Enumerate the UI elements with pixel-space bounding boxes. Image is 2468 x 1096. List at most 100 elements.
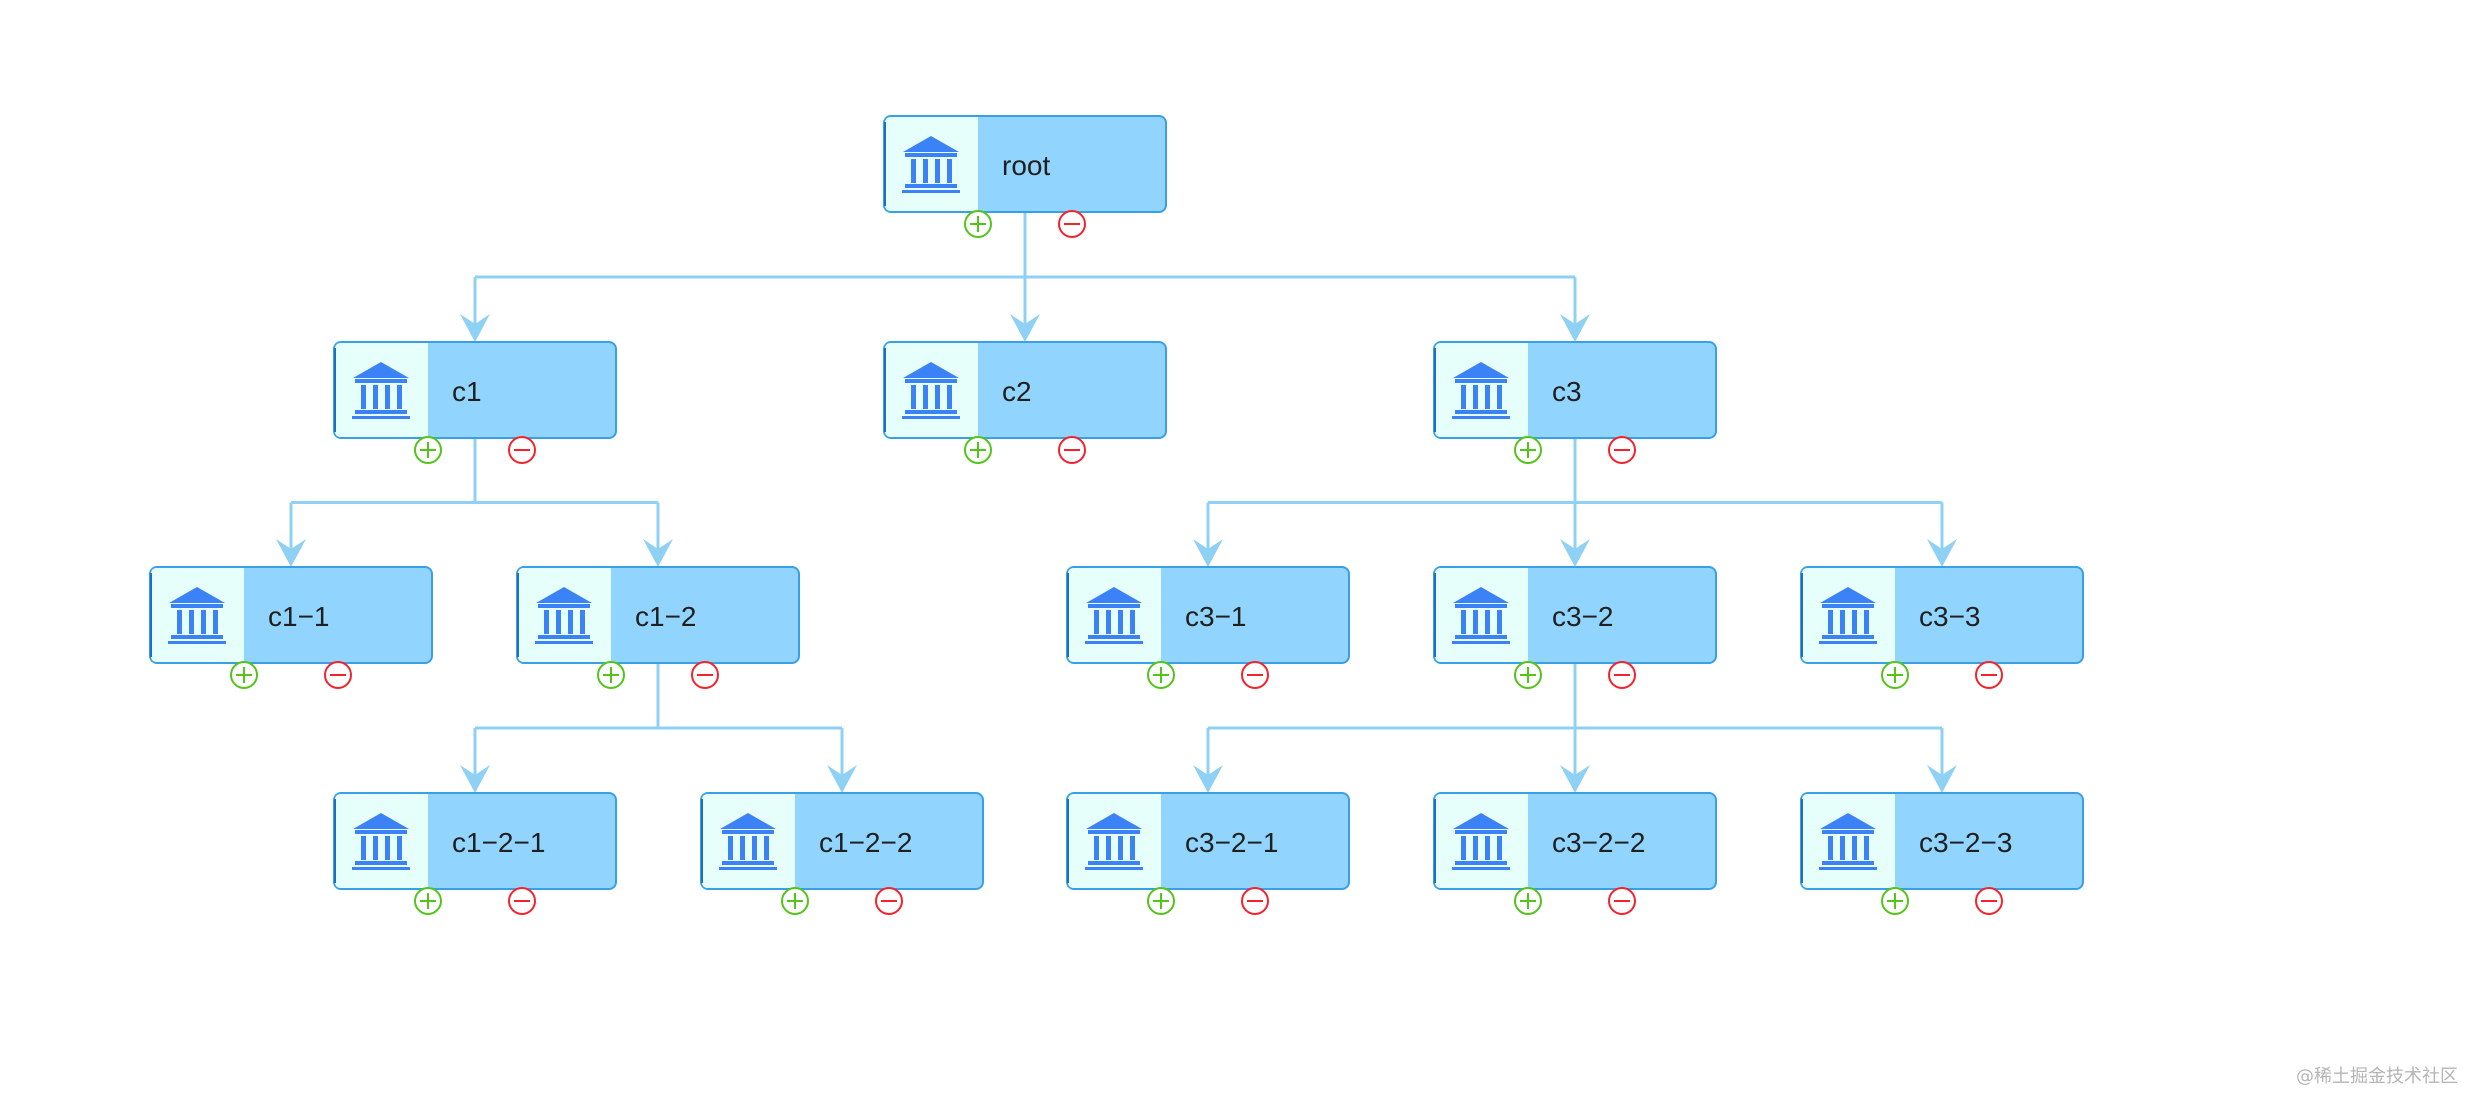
bank-icon [1452,362,1510,419]
node-label: c3−2 [1552,601,1614,632]
node-icon-area [1435,794,1528,888]
node-icon-area [335,343,428,437]
plus-circle-icon[interactable] [414,887,442,915]
minus-circle-icon[interactable] [324,661,352,689]
node-icon-area [151,568,244,662]
tree-node-c1-2[interactable]: c1−2 [516,566,800,689]
tree-node-c1-1[interactable]: c1−1 [149,566,433,689]
node-label: root [1002,150,1050,181]
plus-circle-icon[interactable] [1514,661,1542,689]
minus-circle-icon[interactable] [1241,887,1269,915]
node-label: c3−3 [1919,601,1981,632]
plus-circle-icon[interactable] [964,210,992,238]
arrowhead-icon [1193,539,1223,567]
arrowhead-icon [276,539,306,567]
arrowhead-icon [460,314,490,342]
minus-circle-icon[interactable] [1608,661,1636,689]
edge-group-c1 [276,438,673,567]
edges-layer [276,212,1957,793]
minus-circle-icon[interactable] [875,887,903,915]
tree-node-c3-2-1[interactable]: c3−2−1 [1066,792,1350,915]
bank-icon [1085,587,1143,644]
edge-group-c3-2 [1193,663,1957,793]
tree-node-c1-2-2[interactable]: c1−2−2 [700,792,984,915]
tree-node-c3[interactable]: c3 [1433,341,1717,464]
bank-icon [719,813,777,870]
bank-icon [1819,587,1877,644]
plus-circle-icon[interactable] [1881,887,1909,915]
tree-node-root[interactable]: root [883,115,1167,238]
plus-circle-icon[interactable] [1147,661,1175,689]
minus-circle-icon[interactable] [1608,436,1636,464]
minus-circle-icon[interactable] [1975,661,2003,689]
minus-circle-icon[interactable] [508,887,536,915]
bank-icon [1085,813,1143,870]
tree-node-c1[interactable]: c1 [333,341,617,464]
minus-circle-icon[interactable] [1975,887,2003,915]
node-label: c3−2−3 [1919,827,2012,858]
edge-group-c3 [1193,438,1957,567]
node-label: c1−2 [635,601,697,632]
plus-circle-icon[interactable] [1881,661,1909,689]
bank-icon [352,813,410,870]
tree-node-c3-3[interactable]: c3−3 [1800,566,2084,689]
arrowhead-icon [1010,314,1040,342]
arrowhead-icon [1193,765,1223,793]
node-label: c3 [1552,376,1582,407]
bank-icon [1452,587,1510,644]
node-icon-area [1802,568,1895,662]
tree-node-c1-2-1[interactable]: c1−2−1 [333,792,617,915]
bank-icon [1819,813,1877,870]
nodes-layer: root c1 c2 c3 c1−1 c1−2 c3−1 c3−2 c3−3 c1−2−1 c1−2… [149,115,2084,915]
tree-node-c3-1[interactable]: c3−1 [1066,566,1350,689]
node-icon-area [1435,568,1528,662]
node-icon-area [518,568,611,662]
minus-circle-icon[interactable] [1608,887,1636,915]
minus-circle-icon[interactable] [1058,210,1086,238]
plus-circle-icon[interactable] [1514,887,1542,915]
plus-circle-icon[interactable] [597,661,625,689]
node-icon-area [885,343,978,437]
minus-circle-icon[interactable] [691,661,719,689]
plus-circle-icon[interactable] [1514,436,1542,464]
tree-node-c3-2[interactable]: c3−2 [1433,566,1717,689]
node-label: c1−2−2 [819,827,912,858]
bank-icon [168,587,226,644]
bank-icon [1452,813,1510,870]
arrowhead-icon [1560,539,1590,567]
node-icon-area [1068,794,1161,888]
arrowhead-icon [1927,539,1957,567]
node-icon-area [1435,343,1528,437]
minus-circle-icon[interactable] [1241,661,1269,689]
minus-circle-icon[interactable] [1058,436,1086,464]
node-icon-area [702,794,795,888]
edge-group-c1-2 [460,663,857,793]
plus-circle-icon[interactable] [964,436,992,464]
tree-node-c3-2-3[interactable]: c3−2−3 [1800,792,2084,915]
node-label: c1 [452,376,482,407]
tree-node-c3-2-2[interactable]: c3−2−2 [1433,792,1717,915]
node-label: c1−1 [268,601,330,632]
node-label: c3−1 [1185,601,1247,632]
arrowhead-icon [1560,765,1590,793]
minus-circle-icon[interactable] [508,436,536,464]
node-label: c2 [1002,376,1032,407]
bank-icon [352,362,410,419]
node-icon-area [1802,794,1895,888]
plus-circle-icon[interactable] [230,661,258,689]
bank-icon [902,362,960,419]
bank-icon [535,587,593,644]
plus-circle-icon[interactable] [781,887,809,915]
plus-circle-icon[interactable] [414,436,442,464]
watermark: @稀土掘金技术社区 [2296,1066,2458,1087]
node-icon-area [1068,568,1161,662]
plus-circle-icon[interactable] [1147,887,1175,915]
bank-icon [902,136,960,193]
node-label: c3−2−1 [1185,827,1278,858]
tree-node-c2[interactable]: c2 [883,341,1167,464]
arrowhead-icon [827,765,857,793]
arrowhead-icon [1560,314,1590,342]
arrowhead-icon [643,539,673,567]
node-icon-area [335,794,428,888]
